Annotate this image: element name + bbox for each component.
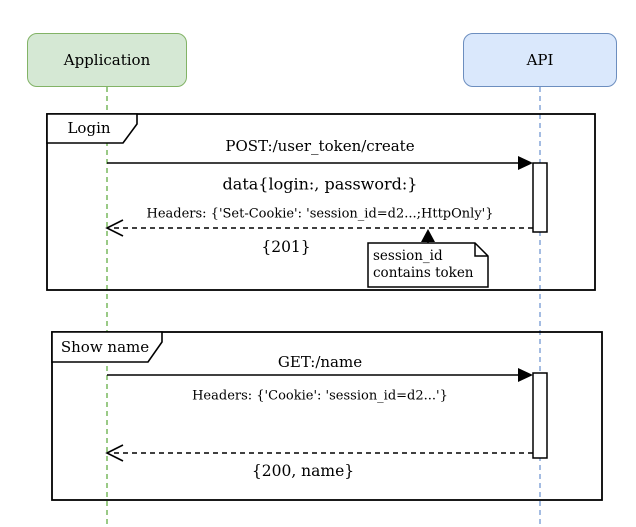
login-return-status-label: {201}	[261, 238, 311, 256]
note-connector-arrowhead	[421, 229, 435, 242]
show-name-return-status-label: {200, name}	[251, 462, 355, 480]
actor-api-label: API	[526, 51, 554, 69]
activation-bar-login	[532, 162, 548, 233]
frame-show-name-label-shape	[51, 331, 163, 363]
actor-application-label: Application	[63, 51, 151, 69]
get-request-headers-label: Headers: {'Cookie': 'session_id=d2...'}	[192, 388, 448, 404]
note-line-1: session_id	[373, 248, 443, 264]
get-request-label: GET:/name	[277, 353, 363, 371]
login-return-headers-label: Headers: {'Set-Cookie': 'session_id=d2..…	[146, 206, 494, 222]
actor-application: Application	[27, 33, 187, 87]
note-shape	[367, 242, 489, 288]
post-request-label: POST:/user_token/create	[225, 137, 415, 155]
frame-login-label-shape	[46, 113, 138, 144]
login-return-arrowhead	[105, 219, 124, 237]
show-name-return-arrowhead	[105, 444, 124, 462]
actor-api: API	[463, 33, 617, 87]
get-request-arrowhead	[518, 368, 533, 382]
note-session-id: session_id contains token	[373, 248, 474, 282]
frame-show-name-border	[51, 331, 603, 501]
post-request-data-label: data{login:, password:}	[222, 174, 418, 194]
post-request-arrowhead	[518, 156, 533, 170]
frame-show-name-label: Show name	[60, 338, 150, 356]
note-dogear	[474, 243, 488, 257]
frame-login-label: Login	[67, 119, 111, 137]
note-line-2: contains token	[373, 265, 474, 281]
activation-bar-show-name	[532, 372, 548, 459]
frame-login-border	[46, 113, 596, 291]
